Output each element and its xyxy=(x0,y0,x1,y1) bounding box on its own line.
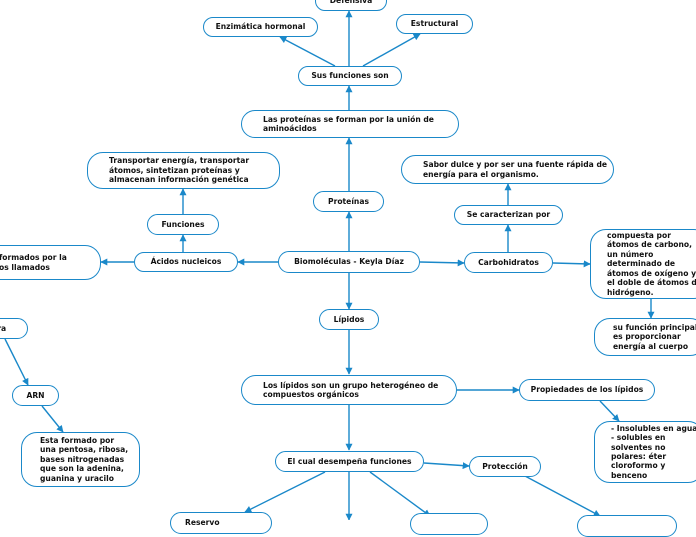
node-arn-descripcion[interactable]: Esta formado por una pentosa, ribosa, ba… xyxy=(21,432,140,487)
node-transportar-energia[interactable]: Transportar energía, transportar átomos,… xyxy=(87,152,280,189)
node-carbohidratos[interactable]: Carbohidratos xyxy=(464,252,553,273)
node-partial-bottom-right[interactable] xyxy=(577,515,677,537)
node-estructura[interactable]: ura xyxy=(0,318,28,339)
node-funciones[interactable]: Funciones xyxy=(147,214,219,235)
edge-funciones-enzimatica xyxy=(279,36,336,67)
node-proteinas[interactable]: Proteínas xyxy=(313,191,384,212)
node-root-biomoleculas[interactable]: Biomoléculas - Keyla Díaz xyxy=(278,251,420,273)
node-su-funcion[interactable]: su función principal es proporcionar ene… xyxy=(594,318,696,356)
node-se-caracterizan[interactable]: Se caracterizan por xyxy=(454,205,563,225)
node-sabor-dulce[interactable]: Sabor dulce y por ser una fuente rápida … xyxy=(401,155,614,184)
edge-funciones-estructural xyxy=(362,33,421,67)
node-estructural[interactable]: Estructural xyxy=(396,14,473,34)
node-proteccion[interactable]: Protección xyxy=(469,456,541,477)
node-enzimatica-hormonal[interactable]: Enzimática hormonal xyxy=(203,17,318,37)
edge-propiedades-insolubles xyxy=(599,400,620,422)
node-compuesta-por[interactable]: compuesta por átomos de carbono, un núme… xyxy=(590,229,696,299)
edge-desempena-proteccion xyxy=(423,462,470,470)
edge-desempena-reserva xyxy=(244,471,326,513)
edge-proteccion-right xyxy=(524,475,601,517)
node-acidos-nucleicos[interactable]: Ácidos nucleicos xyxy=(134,252,238,272)
node-insolubles[interactable]: - Insolubles en agua - solubles en solve… xyxy=(594,421,696,483)
connector-layer xyxy=(4,10,655,520)
edge-carbohidratos-compuesta xyxy=(552,260,591,268)
node-formados-por[interactable]: formados por la os llamados xyxy=(0,245,101,280)
node-partial-bottom-center[interactable] xyxy=(410,513,488,535)
node-sus-funciones[interactable]: Sus funciones son xyxy=(298,66,402,86)
node-lipidos[interactable]: Lípidos xyxy=(319,309,379,330)
edge-arn-desc xyxy=(41,405,64,433)
edge-estructura-arn xyxy=(4,338,29,386)
node-reserva[interactable]: Reservo xyxy=(170,512,272,534)
node-propiedades-lipidos[interactable]: Propiedades de los lípidos xyxy=(519,379,655,401)
edge-desempena-right xyxy=(369,471,431,517)
edge-root-carbohidratos xyxy=(419,259,465,267)
node-proteinas-union[interactable]: Las proteínas se forman por la unión de … xyxy=(241,110,459,138)
node-lipidos-grupo[interactable]: Los lípidos son un grupo heterogéneo de … xyxy=(241,375,457,405)
node-defensiva[interactable]: Defensiva xyxy=(315,0,387,11)
node-arn[interactable]: ARN xyxy=(12,385,59,406)
node-desempena-funciones[interactable]: El cual desempeña funciones xyxy=(275,451,424,472)
